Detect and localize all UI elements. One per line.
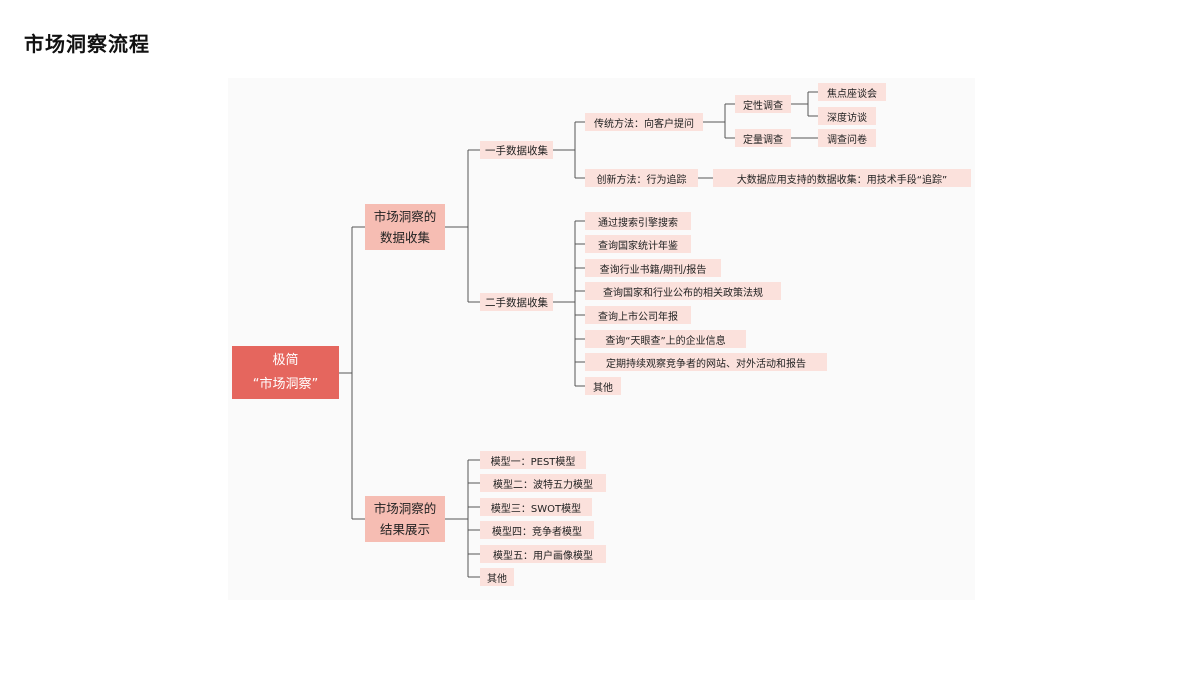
node-data-collection-line1: 市场洞察的 xyxy=(373,209,437,224)
node-result-display: 市场洞察的 结果展示 xyxy=(365,496,445,542)
node-innovative-method: 创新方法：行为追踪 xyxy=(585,169,698,187)
root-line1: 极简 xyxy=(272,352,299,368)
node-secondary-item: 查询国家统计年鉴 xyxy=(585,235,691,253)
node-quantitative-survey: 定量调查 xyxy=(735,129,791,147)
node-traditional-method: 传统方法：向客户提问 xyxy=(585,113,703,131)
connector-lines xyxy=(339,91,818,578)
root-line2: “市场洞察” xyxy=(252,376,319,392)
node-model-item: 模型一：PEST模型 xyxy=(480,451,586,469)
node-result-display-line2: 结果展示 xyxy=(379,522,430,537)
node-secondary-item: 通过搜索引擎搜索 xyxy=(585,212,691,230)
node-secondary-data: 二手数据收集 xyxy=(480,293,553,311)
node-qualitative-survey: 定性调查 xyxy=(735,95,791,113)
node-result-display-line1: 市场洞察的 xyxy=(373,501,437,516)
node-model-item: 模型二：波特五力模型 xyxy=(480,474,606,492)
node-data-collection-line2: 数据收集 xyxy=(379,230,430,245)
node-model-item: 其他 xyxy=(480,568,514,586)
node-data-collection: 市场洞察的 数据收集 xyxy=(365,204,445,250)
node-model-item: 模型三：SWOT模型 xyxy=(480,498,592,516)
node-model-item: 模型五：用户画像模型 xyxy=(480,545,606,563)
node-focus-group: 焦点座谈会 xyxy=(818,83,886,101)
node-model-item: 模型四：竞争者模型 xyxy=(480,521,594,539)
node-secondary-item: 查询“天眼查”上的企业信息 xyxy=(585,330,746,348)
node-innovative-detail: 大数据应用支持的数据收集：用技术手段“追踪” xyxy=(713,169,971,187)
page-title: 市场洞察流程 xyxy=(24,32,150,56)
mind-map: 极简 “市场洞察” 市场洞察的 数据收集 市场洞察的 结果展示 一手数据收集 二… xyxy=(228,78,975,600)
root-node: 极简 “市场洞察” xyxy=(232,346,339,399)
node-questionnaire: 调查问卷 xyxy=(818,129,876,147)
node-primary-data: 一手数据收集 xyxy=(480,141,553,159)
node-secondary-item: 查询国家和行业公布的相关政策法规 xyxy=(585,282,781,300)
node-secondary-item: 定期持续观察竞争者的网站、对外活动和报告 xyxy=(585,353,827,371)
node-secondary-item: 查询行业书籍/期刊/报告 xyxy=(585,259,721,277)
node-in-depth-interview: 深度访谈 xyxy=(818,107,876,125)
node-secondary-item: 查询上市公司年报 xyxy=(585,306,691,324)
node-secondary-item: 其他 xyxy=(585,377,621,395)
